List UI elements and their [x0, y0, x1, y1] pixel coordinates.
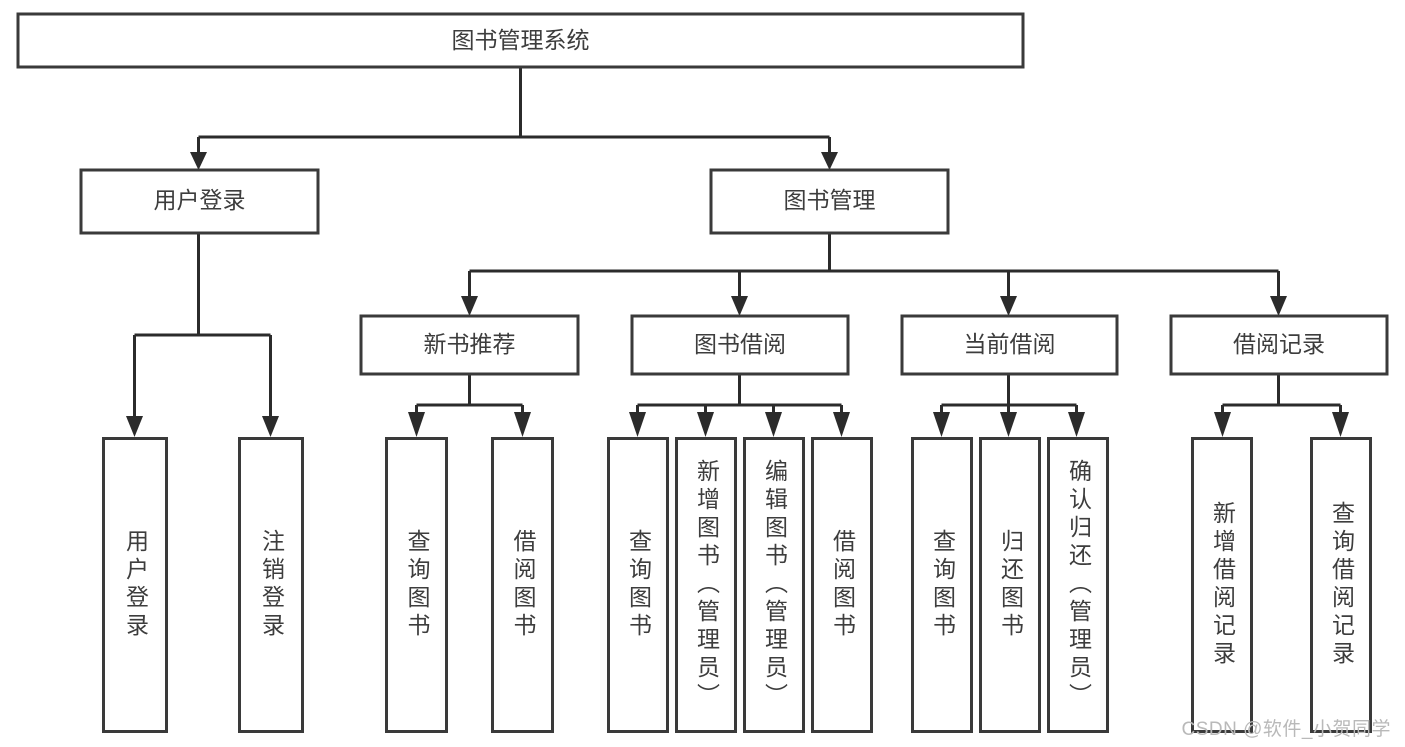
arrowhead-leaf-query-book-2	[629, 412, 646, 437]
leaf-borrow-book-2-label: 借阅图书	[829, 529, 856, 641]
leaf-node-query-book-3[interactable]: 查询图书	[911, 437, 973, 733]
arrowhead-leaf-add-record	[1214, 412, 1231, 437]
leaf-node-add-record[interactable]: 新增借阅记录	[1191, 437, 1253, 733]
connector-group-book-management	[461, 233, 1287, 316]
leaf-edit-book-label: 编辑图书（管理员）	[761, 459, 788, 711]
arrowhead-new-book-recommend	[461, 296, 478, 316]
node-current-borrow-label: 当前借阅	[964, 331, 1056, 357]
leaf-node-user-login[interactable]: 用户登录	[102, 437, 168, 733]
leaf-confirm-return-label: 确认归还（管理员）	[1065, 459, 1092, 711]
leaf-query-record-label: 查询借阅记录	[1328, 501, 1355, 669]
leaf-query-book-3-label: 查询图书	[929, 529, 956, 641]
arrowhead-leaf-edit-book	[765, 412, 782, 437]
leaf-borrow-book-2-textwrap: 借阅图书	[814, 440, 870, 730]
leaf-node-borrow-book-2[interactable]: 借阅图书	[811, 437, 873, 733]
arrowhead-leaf-borrow-book-1	[514, 412, 531, 437]
leaf-node-return-book[interactable]: 归还图书	[979, 437, 1041, 733]
arrowhead-book-borrow	[731, 296, 748, 316]
node-user-login-box[interactable]	[79, 168, 320, 235]
node-book-management-label: 图书管理	[784, 187, 876, 213]
arrowhead-leaf-query-book-3	[933, 412, 950, 437]
leaf-return-book-textwrap: 归还图书	[982, 440, 1038, 730]
leaf-add-record-textwrap: 新增借阅记录	[1194, 440, 1250, 730]
leaf-query-book-3-textwrap: 查询图书	[914, 440, 970, 730]
node-book-borrow-label: 图书借阅	[694, 331, 786, 357]
arrowhead-leaf-query-record	[1332, 412, 1349, 437]
arrowhead-borrow-record	[1270, 296, 1287, 316]
node-book-borrow[interactable]: 图书借阅	[630, 314, 850, 376]
leaf-user-login-textwrap: 用户登录	[105, 440, 165, 730]
leaf-node-edit-book[interactable]: 编辑图书（管理员）	[743, 437, 805, 733]
leaf-node-borrow-book-1[interactable]: 借阅图书	[491, 437, 554, 733]
connector-group-borrow-record	[1214, 374, 1349, 437]
arrowhead-leaf-user-logout	[262, 416, 279, 437]
arrowhead-book-management	[821, 152, 838, 170]
arrowhead-current-borrow	[1000, 296, 1017, 316]
node-root[interactable]: 图书管理系统	[16, 12, 1025, 69]
node-user-login[interactable]: 用户登录	[79, 168, 320, 235]
node-borrow-record-box[interactable]	[1169, 314, 1389, 376]
arrowhead-leaf-confirm-return	[1068, 412, 1085, 437]
arrowhead-leaf-query-book-1	[408, 412, 425, 437]
leaf-user-logout-textwrap: 注销登录	[241, 440, 301, 730]
leaf-node-user-logout[interactable]: 注销登录	[238, 437, 304, 733]
node-new-book-recommend[interactable]: 新书推荐	[359, 314, 580, 376]
leaf-add-book-label: 新增图书（管理员）	[693, 459, 720, 711]
node-user-login-label: 用户登录	[154, 187, 246, 213]
leaf-borrow-book-1-label: 借阅图书	[510, 529, 536, 641]
leaf-add-book-textwrap: 新增图书（管理员）	[678, 440, 734, 730]
arrowhead-leaf-user-login	[126, 416, 143, 437]
leaf-edit-book-textwrap: 编辑图书（管理员）	[746, 440, 802, 730]
leaf-query-record-textwrap: 查询借阅记录	[1313, 440, 1369, 730]
leaf-return-book-label: 归还图书	[997, 529, 1024, 641]
leaf-node-query-book-2[interactable]: 查询图书	[607, 437, 669, 733]
arrowhead-user-login	[190, 152, 207, 170]
leaf-query-book-1-label: 查询图书	[404, 529, 430, 641]
node-book-management[interactable]: 图书管理	[709, 168, 950, 235]
leaf-query-book-1-textwrap: 查询图书	[388, 440, 445, 730]
leaf-add-record-label: 新增借阅记录	[1209, 501, 1236, 669]
leaf-query-book-2-textwrap: 查询图书	[610, 440, 666, 730]
leaf-node-confirm-return[interactable]: 确认归还（管理员）	[1047, 437, 1109, 733]
node-book-management-box[interactable]	[709, 168, 950, 235]
leaf-node-query-record[interactable]: 查询借阅记录	[1310, 437, 1372, 733]
arrowhead-leaf-borrow-book-2	[833, 412, 850, 437]
node-current-borrow[interactable]: 当前借阅	[900, 314, 1119, 376]
node-root-label: 图书管理系统	[452, 27, 590, 53]
leaf-user-logout-label: 注销登录	[258, 529, 285, 641]
leaf-borrow-book-1-textwrap: 借阅图书	[494, 440, 551, 730]
connector-group-current-borrow	[933, 374, 1085, 437]
connector-group-user-login	[126, 233, 279, 437]
connector-group-new-book-recommend	[408, 374, 531, 437]
arrowhead-leaf-return-book	[1000, 412, 1017, 437]
connector-group-book-borrow	[629, 374, 850, 437]
node-new-book-recommend-label: 新书推荐	[424, 331, 516, 357]
node-borrow-record[interactable]: 借阅记录	[1169, 314, 1389, 376]
connector-group-root	[190, 67, 838, 170]
leaf-node-add-book[interactable]: 新增图书（管理员）	[675, 437, 737, 733]
node-borrow-record-label: 借阅记录	[1233, 331, 1325, 357]
node-current-borrow-box[interactable]	[900, 314, 1119, 376]
node-new-book-recommend-box[interactable]	[359, 314, 580, 376]
arrowhead-leaf-add-book	[697, 412, 714, 437]
node-book-borrow-box[interactable]	[630, 314, 850, 376]
leaf-user-login-label: 用户登录	[122, 529, 149, 641]
leaf-query-book-2-label: 查询图书	[625, 529, 652, 641]
leaf-node-query-book-1[interactable]: 查询图书	[385, 437, 448, 733]
leaf-confirm-return-textwrap: 确认归还（管理员）	[1050, 440, 1106, 730]
node-root-box[interactable]	[16, 12, 1025, 69]
